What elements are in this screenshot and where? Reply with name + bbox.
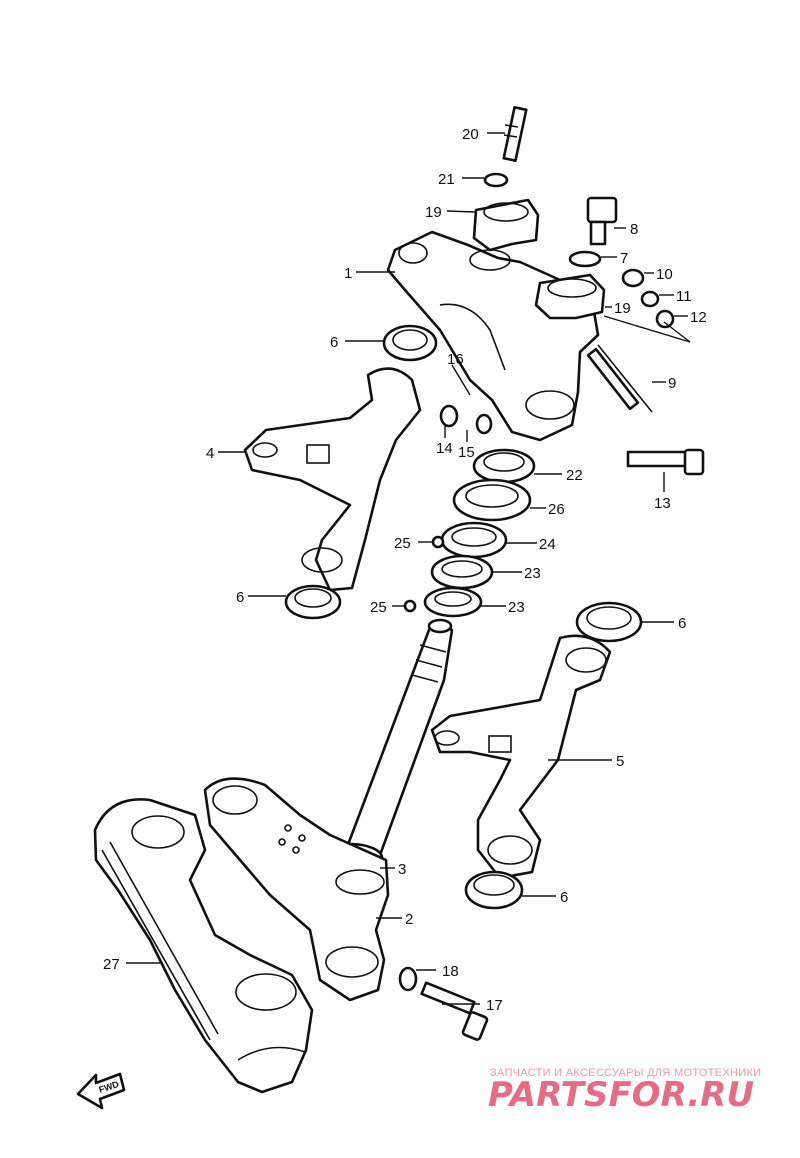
- callout-25-lower: 25: [370, 599, 387, 616]
- callout-17: 17: [486, 997, 503, 1014]
- callout-20: 20: [462, 126, 479, 143]
- callout-19-upper: 19: [425, 204, 442, 221]
- callout-7: 7: [620, 250, 628, 267]
- nut-14: [439, 404, 459, 428]
- watermark-brand: PARTSFOR.RU: [488, 1075, 754, 1115]
- nut-10: [621, 268, 645, 288]
- grommet-6-upper-right: [575, 601, 643, 643]
- callout-5: 5: [616, 753, 624, 770]
- callout-26: 26: [548, 501, 565, 518]
- dust-seal-22: [472, 448, 536, 484]
- bolt-17: [420, 981, 489, 1041]
- grommet-6-lower-left: [284, 584, 342, 620]
- bolt-20: [502, 106, 528, 162]
- callout-4: 4: [206, 445, 214, 462]
- headlight-bracket-5: [430, 634, 612, 880]
- callout-10: 10: [656, 266, 673, 283]
- headlight-bracket-4: [243, 367, 422, 592]
- bolt-13-head: [683, 448, 705, 476]
- callout-19-lower: 19: [614, 300, 631, 317]
- race-26: [452, 478, 532, 522]
- callout-6-lower-right: 6: [560, 889, 568, 906]
- bolt-8: [586, 196, 618, 246]
- callout-12: 12: [690, 309, 707, 326]
- washer-7: [568, 250, 602, 268]
- callout-labels: 20 21 19 8 7 1 10 11 19 12 6 16 9 4 14 1…: [103, 126, 707, 1014]
- washer-18: [398, 966, 418, 992]
- callout-23-lower: 23: [508, 599, 525, 616]
- callout-25-upper: 25: [394, 535, 411, 552]
- fwd-arrow: FWD: [76, 1072, 126, 1110]
- callout-8: 8: [630, 221, 638, 238]
- washer-12: [655, 309, 675, 329]
- callout-6-upper-left: 6: [330, 334, 338, 351]
- callout-23-upper: 23: [524, 565, 541, 582]
- ball-25-upper: [431, 535, 445, 549]
- callout-2: 2: [405, 911, 413, 928]
- grommet-6-upper-left: [382, 324, 438, 362]
- lower-bracket-2: [203, 777, 390, 1002]
- watermark: ЗАПЧАСТИ И АКСЕССУАРЫ ДЛЯ МОТОТЕХНИКИ PA…: [488, 1067, 761, 1115]
- bolt-9-line: [597, 344, 653, 413]
- callout-15: 15: [458, 444, 475, 461]
- callout-14: 14: [436, 440, 453, 457]
- callout-21: 21: [438, 171, 455, 188]
- grommet-6-lower-right: [464, 870, 524, 910]
- callout-13: 13: [654, 495, 671, 512]
- callout-16: 16: [447, 351, 464, 368]
- watermark-tagline: ЗАПЧАСТИ И АКСЕССУАРЫ ДЛЯ МОТОТЕХНИКИ: [490, 1067, 761, 1079]
- callout-3: 3: [398, 861, 406, 878]
- ball-25-lower: [403, 599, 417, 613]
- callout-27: 27: [103, 956, 120, 973]
- callout-6-lower-left: 6: [236, 589, 244, 606]
- leader-lines: [126, 132, 691, 1005]
- clamp-cap-19-lower: [534, 273, 606, 320]
- callout-24: 24: [539, 536, 556, 553]
- callout-11: 11: [676, 288, 692, 305]
- callout-6-upper-right: 6: [678, 615, 686, 632]
- steering-stem-3: [316, 618, 454, 874]
- washer-21: [483, 172, 509, 188]
- callout-22: 22: [566, 467, 583, 484]
- washer-11: [640, 290, 660, 308]
- washer-15: [475, 413, 493, 435]
- callout-18: 18: [442, 963, 459, 980]
- callout-1: 1: [344, 265, 352, 282]
- callout-9: 9: [668, 375, 676, 392]
- bolt-9: [586, 347, 640, 411]
- clamp-cap-19-upper: [472, 198, 540, 252]
- bolt-13: [626, 450, 692, 468]
- cover-27: [93, 798, 314, 1094]
